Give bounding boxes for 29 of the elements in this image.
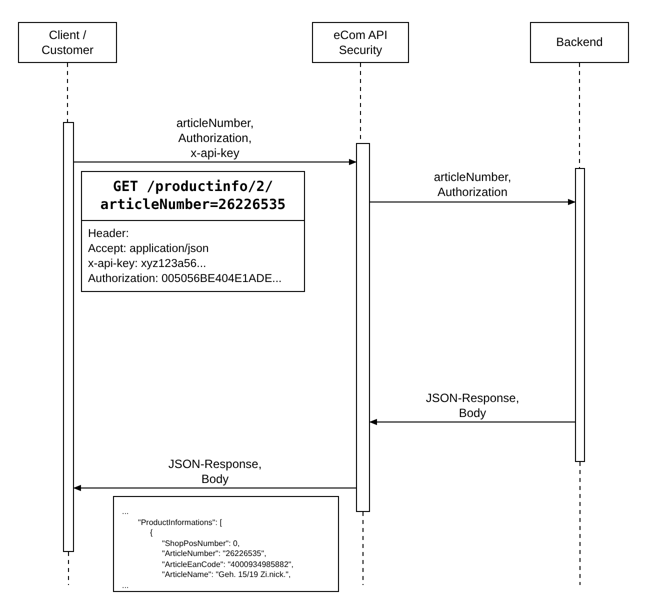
header-line: Accept: application/json	[87, 242, 210, 257]
participant-box: Backend	[530, 22, 629, 63]
participant-box: eCom API Security	[312, 22, 409, 63]
lifeline	[362, 512, 364, 586]
code-line: {	[149, 528, 154, 538]
request-note	[81, 171, 305, 292]
participant-box: Client / Customer	[18, 22, 117, 63]
lifeline	[579, 62, 580, 168]
activation-bar	[575, 168, 585, 462]
message-arrow	[74, 158, 357, 166]
message-arrow	[73, 484, 356, 492]
response-note	[113, 496, 339, 592]
code-line: ...	[122, 507, 130, 518]
code-line: "ShopPosNumber": 0,	[161, 538, 241, 549]
activation-bar	[63, 122, 74, 552]
code-line: "ProductInformations": [	[137, 518, 223, 528]
code-line: "ArticleEanCode": "4000934985882",	[161, 560, 294, 570]
lifeline	[68, 552, 69, 586]
header-line: x-api-key: xyz123a56...	[87, 257, 208, 272]
request-heading: GET /productinfo/2/ articleNumber=26226535	[82, 172, 304, 221]
message-arrow	[369, 418, 576, 426]
code-line: "ArticleName": "Geh. 15/19 Zi.nick.",	[161, 570, 292, 580]
header-line: Authorization: 005056BE404E1ADE...	[87, 272, 283, 287]
code-line: ...	[122, 580, 130, 591]
message-arrow	[370, 198, 576, 206]
header-line: Header:	[87, 227, 130, 242]
code-line: "ArticleNumber": "26226535",	[161, 549, 268, 560]
activation-bar	[356, 143, 370, 512]
lifeline	[67, 62, 68, 122]
